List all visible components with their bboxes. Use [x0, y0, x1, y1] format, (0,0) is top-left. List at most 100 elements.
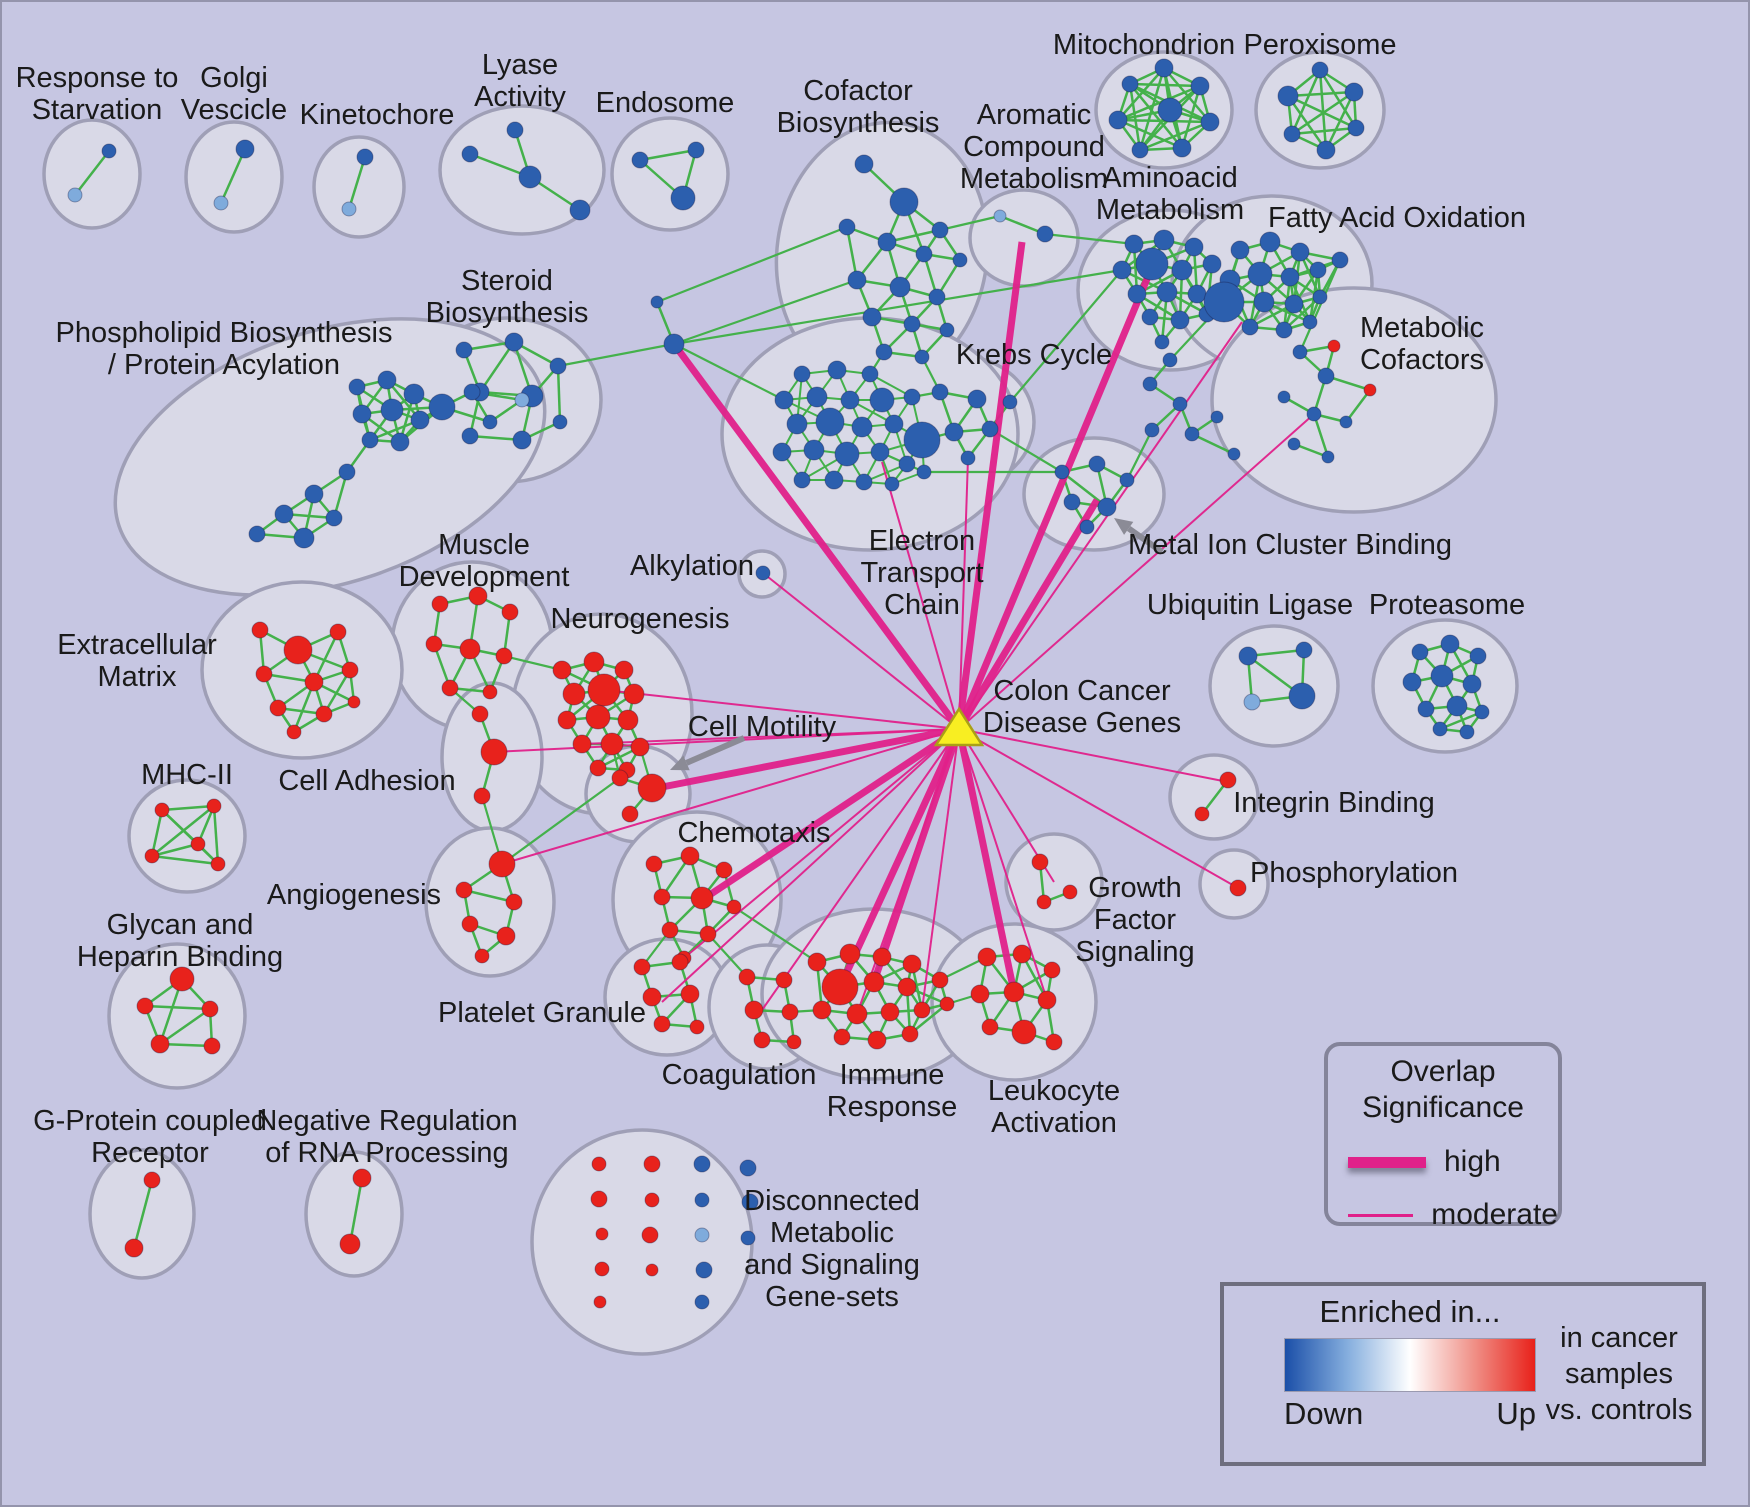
angiogenesis-node: [496, 926, 516, 946]
cell-adhesion-label: Cell Adhesion: [278, 765, 455, 797]
platelet-granule-node: [689, 1019, 705, 1035]
green-edge: [1117, 118, 1211, 124]
endosome-node: [631, 151, 649, 169]
disconnected-gene-sets-node: [645, 1263, 659, 1277]
platelet-granule-node: [671, 953, 689, 971]
metabolic-cofactors-node: [1363, 383, 1377, 397]
chemotaxis-node: [699, 925, 717, 943]
metal-ion-cluster-binding-node: [1088, 455, 1106, 473]
metal-ion-pointer-arrow-line: [1126, 525, 1164, 555]
phospholipid-biosynthesis-node: [428, 393, 456, 421]
negative-regulation-rna-ellipse: [304, 1150, 404, 1278]
overlap-moderate-row: moderate: [1348, 1198, 1558, 1232]
overlap-legend-title-line1: Overlap: [1390, 1055, 1496, 1088]
neurogenesis-node: [562, 682, 586, 706]
peroxisome-node: [1277, 85, 1299, 107]
lyase-activity-node: [518, 165, 542, 189]
disconnected-gene-sets-node: [694, 1192, 710, 1208]
neurogenesis-node: [557, 710, 577, 730]
overlap-edge-moderate: [762, 572, 960, 730]
aromatic-compound-metabolism-node: [1036, 225, 1054, 243]
metabolic-chain-node: [1172, 396, 1188, 412]
green-edge: [219, 148, 247, 204]
aromatic-compound-metabolism-node: [993, 209, 1007, 223]
green-edge: [1287, 90, 1355, 98]
angiogenesis-node: [505, 893, 523, 911]
enriched-note-line3: vs. controls: [1545, 1394, 1693, 1426]
electron-transport-chain-node: [834, 441, 860, 467]
metabolic-chain-node: [1227, 447, 1241, 461]
proteasome-node: [1446, 695, 1468, 717]
integrin-binding-node: [1219, 771, 1237, 789]
extracellular-matrix-node: [255, 665, 273, 683]
cofactor-biosynthesis-node: [915, 245, 933, 263]
extracellular-matrix-node: [251, 621, 269, 639]
phospholipid-biosynthesis-node: [304, 484, 324, 504]
growth-factor-signaling-node: [1036, 894, 1052, 910]
mitochondrion-node: [1131, 141, 1149, 159]
immune-response-node: [931, 971, 949, 989]
fatty-acid-oxidation-node: [1275, 321, 1293, 339]
aminoacid-metabolism-node: [1127, 284, 1147, 304]
extracellular-matrix-node: [329, 623, 347, 641]
ubiquitin-ligase-node: [1238, 646, 1258, 666]
phospholipid-biosynthesis-ellipse: [113, 317, 547, 597]
electron-transport-chain-node: [916, 464, 932, 480]
angiogenesis-node: [461, 915, 479, 933]
phospholipid-biosynthesis-node: [352, 404, 372, 424]
green-edge: [1138, 67, 1166, 151]
growth-factor-signaling-node: [1031, 853, 1049, 871]
disconnected-gene-sets-node: [594, 1261, 610, 1277]
green-link: [1298, 259, 1342, 353]
leukocyte-activation-node: [970, 984, 990, 1004]
platelet-granule-node: [633, 958, 651, 976]
metal-ion-cluster-binding-node: [1097, 497, 1117, 517]
green-edge: [144, 1004, 211, 1011]
proteasome-node: [1469, 647, 1487, 665]
extracellular-matrix-node: [304, 672, 324, 692]
immune-response-node: [867, 1030, 887, 1050]
chemotaxis-label: Chemotaxis: [677, 817, 830, 849]
green-edge: [1117, 118, 1183, 150]
metabolic-cofactors-node: [1321, 450, 1335, 464]
mhc-ii-ellipse: [127, 778, 247, 894]
aminoacid-metabolism-node: [1141, 308, 1159, 326]
coagulation-node: [781, 1003, 799, 1021]
green-edge: [151, 842, 199, 858]
immune-response-node: [872, 947, 892, 967]
metabolic-cofactors-node: [1287, 437, 1301, 451]
phospholipid-biosynthesis-node: [410, 410, 430, 430]
fatty-acid-oxidation-node: [1247, 261, 1273, 287]
mitochondrion-node: [1108, 110, 1128, 130]
electron-transport-chain-node: [855, 473, 873, 491]
disconnected-gene-sets-node: [694, 1227, 710, 1243]
layer-arrows: [670, 518, 1164, 771]
aminoacid-metabolism-node: [1171, 259, 1193, 281]
green-edge: [1318, 69, 1358, 129]
immune-response-node: [839, 943, 861, 965]
cofactor-biosynthesis-node: [931, 221, 949, 239]
phospholipid-biosynthesis-node: [482, 414, 498, 430]
cofactor-biosynthesis-node: [952, 252, 968, 268]
green-link: [1044, 232, 1135, 246]
overlap-edge-moderate: [958, 413, 1315, 730]
cofactor-biosynthesis-node: [877, 232, 897, 252]
phospholipid-biosynthesis-node: [325, 509, 343, 527]
fatty-acid-oxidation-node: [1284, 294, 1304, 314]
leukocyte-activation-node: [1012, 944, 1032, 964]
up-label: Up: [1496, 1396, 1536, 1431]
overlap-edge-high: [956, 498, 1100, 731]
muscle-development-node: [459, 638, 481, 660]
overlap-edge-moderate: [856, 728, 960, 1015]
leukocyte-activation-node: [977, 947, 997, 967]
disconnected-gene-sets-node: [694, 1294, 710, 1310]
aminoacid-metabolism-node: [1202, 254, 1222, 274]
mitochondrion-node: [1172, 138, 1192, 158]
overlap-edge-moderate: [761, 728, 960, 1011]
green-edge: [556, 365, 562, 423]
disconnected-gene-sets-node: [641, 1226, 659, 1244]
green-edge: [1061, 471, 1108, 508]
